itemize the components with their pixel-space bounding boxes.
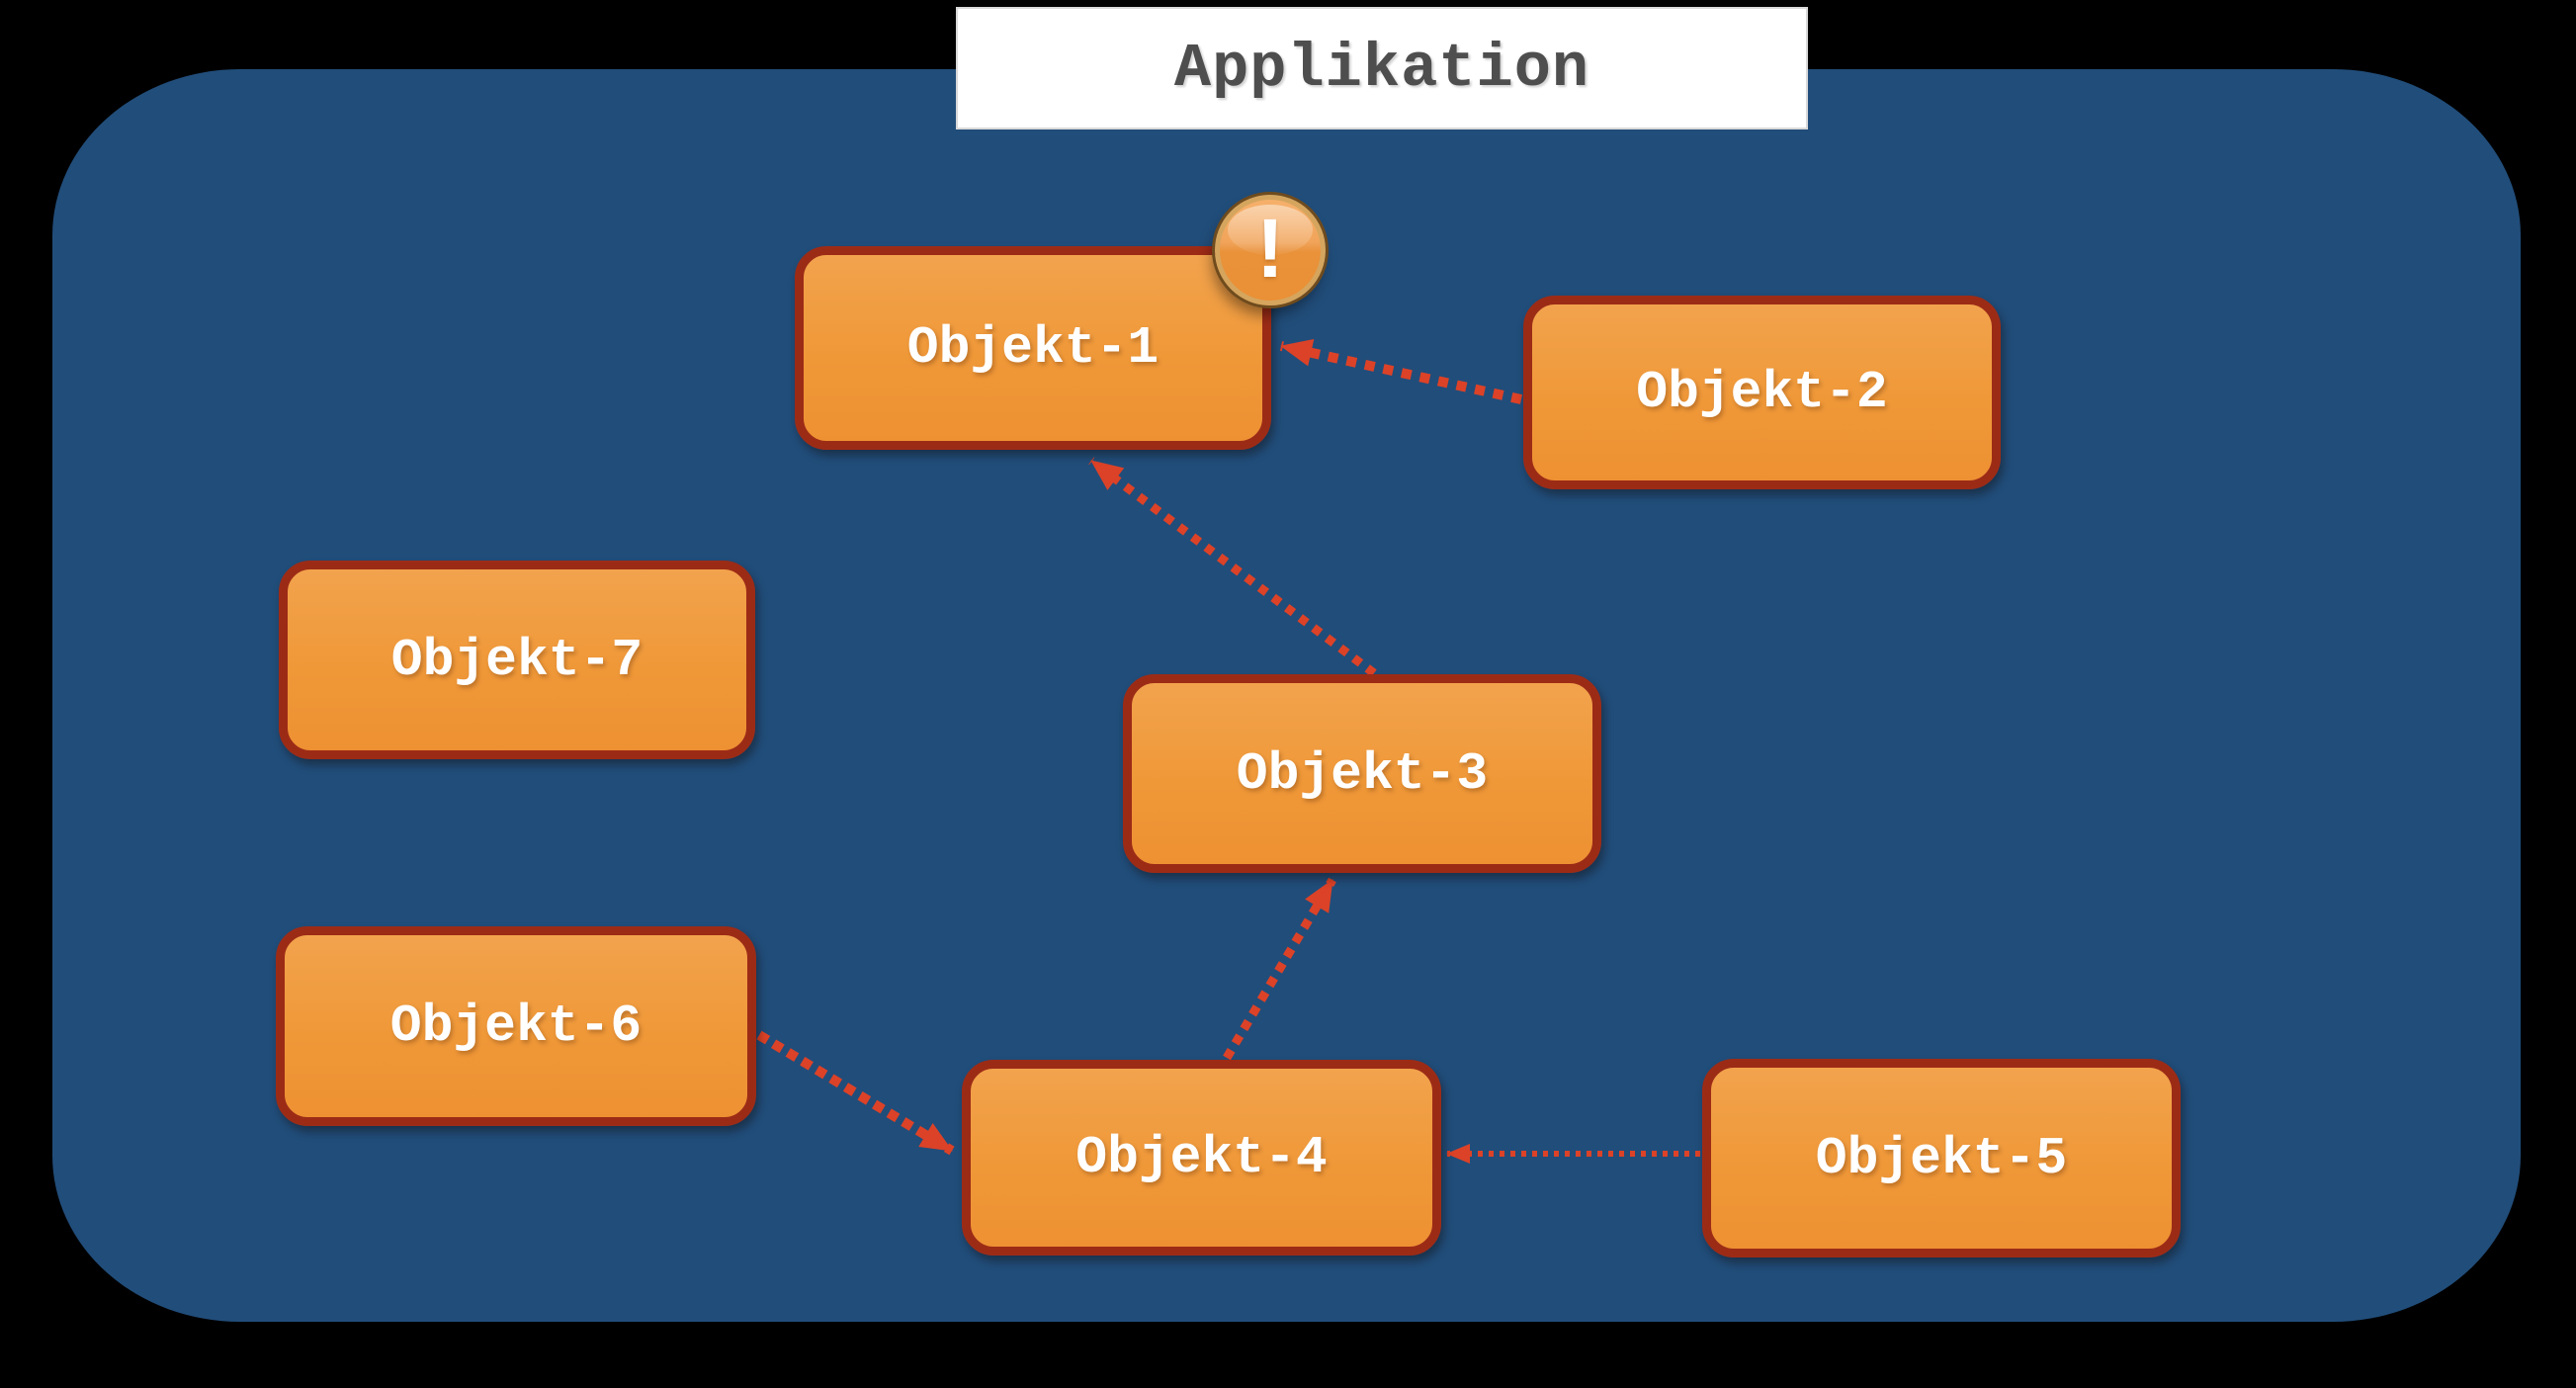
node-label: Objekt-5	[1815, 1128, 2068, 1188]
node-label: Objekt-2	[1636, 363, 1888, 422]
edge-objekt-2-to-objekt-1	[1279, 339, 1523, 404]
node-label: Objekt-7	[390, 630, 644, 690]
node-objekt-2[interactable]: Objekt-2	[1523, 296, 2001, 489]
node-label: Objekt-1	[906, 318, 1159, 378]
exclamation-icon: !	[1256, 202, 1284, 295]
node-objekt-5[interactable]: Objekt-5	[1702, 1059, 2181, 1258]
application-title: Applikation	[1173, 33, 1590, 104]
node-objekt-1[interactable]: Objekt-1	[795, 246, 1271, 450]
edge-objekt-3-to-objekt-1	[1088, 457, 1377, 677]
node-label: Objekt-3	[1236, 743, 1489, 804]
node-label: Objekt-6	[389, 997, 643, 1056]
node-objekt-3[interactable]: Objekt-3	[1123, 674, 1601, 873]
node-label: Objekt-4	[1075, 1128, 1328, 1187]
node-objekt-6[interactable]: Objekt-6	[276, 926, 756, 1126]
edge-objekt-6-to-objekt-4	[756, 1030, 955, 1156]
node-objekt-7[interactable]: Objekt-7	[279, 561, 755, 759]
node-objekt-4[interactable]: Objekt-4	[962, 1060, 1441, 1256]
edge-objekt-4-to-objekt-3	[1223, 877, 1336, 1061]
warning-badge[interactable]: !	[1215, 195, 1326, 305]
application-title-box: Applikation	[956, 7, 1808, 130]
